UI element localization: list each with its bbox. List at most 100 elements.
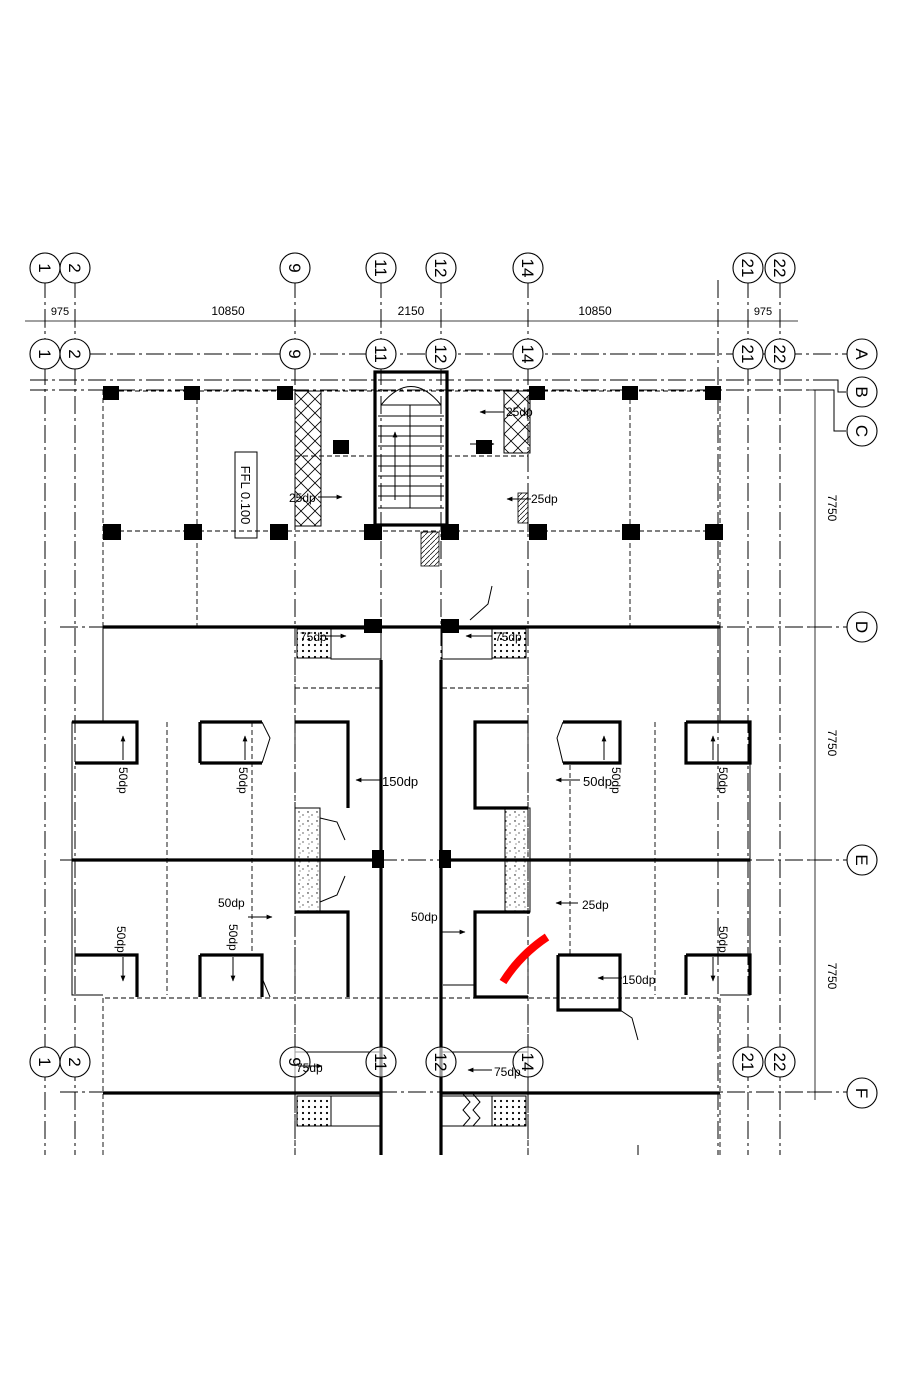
- drop-annotations: 25dp 25dp 25dp 75dp 75dp 150dp 50dp 50dp…: [114, 405, 730, 1079]
- svg-text:14: 14: [518, 259, 537, 278]
- grid-bubble-11: 11: [365, 252, 397, 284]
- grid-bubble-A: A: [846, 338, 878, 370]
- svg-text:B: B: [852, 386, 871, 397]
- svg-text:21: 21: [738, 345, 757, 364]
- grid-bubble-12: 12: [425, 338, 457, 370]
- grid-bubble-14: 14: [512, 1046, 544, 1078]
- drop-label: 50dp: [609, 767, 623, 794]
- svg-text:11: 11: [371, 1053, 390, 1071]
- drop-label: 25dp: [582, 898, 609, 912]
- grid-bubble-9: 9: [279, 252, 311, 284]
- dim-right-3: 7750: [825, 963, 839, 990]
- vertical-grid-lines: [44, 280, 781, 1155]
- grid-bubble-1: 1: [29, 1046, 61, 1078]
- svg-text:11: 11: [371, 345, 390, 363]
- grid-bubble-11: 11: [365, 338, 397, 370]
- dim-top-4: 10850: [578, 304, 612, 318]
- drop-label: 50dp: [411, 910, 438, 924]
- svg-text:14: 14: [518, 1053, 537, 1072]
- grid-bubble-14: 14: [512, 338, 544, 370]
- grid-bubble-B: B: [846, 376, 878, 408]
- grid-bubble-12: 12: [425, 252, 457, 284]
- svg-text:1: 1: [35, 1057, 54, 1066]
- svg-text:2: 2: [65, 1057, 84, 1066]
- svg-text:9: 9: [285, 349, 304, 358]
- top-dimension-line: 975 10850 2150 10850 975: [25, 304, 798, 328]
- drop-label: 75dp: [494, 1065, 521, 1079]
- grid-bubble-1: 1: [29, 338, 61, 370]
- grid-bubbles-right: A B C D E F: [846, 338, 878, 1109]
- stair-treads: [378, 415, 444, 497]
- grid-bubble-1: 1: [29, 252, 61, 284]
- grid-bubble-22: 22: [764, 1046, 796, 1078]
- grid-bubble-C: C: [846, 415, 878, 447]
- dim-right-1: 7750: [825, 495, 839, 522]
- drop-label: 150dp: [622, 973, 656, 987]
- svg-text:E: E: [852, 854, 871, 865]
- svg-text:9: 9: [285, 263, 304, 272]
- drop-label: 150dp: [382, 774, 418, 789]
- dim-right-2: 7750: [825, 730, 839, 757]
- drop-label: 50dp: [114, 926, 128, 953]
- svg-text:D: D: [852, 621, 871, 633]
- dim-top-3: 2150: [398, 304, 425, 318]
- grid-bubbles-top: 1 2 9 11 12 14 21 22: [29, 252, 796, 284]
- grid-bubble-2: 2: [59, 338, 91, 370]
- svg-text:14: 14: [518, 345, 537, 364]
- floor-level-label: FFL 0.100: [238, 466, 253, 525]
- drop-label: 50dp: [236, 767, 250, 794]
- drop-label: 25dp: [506, 405, 533, 419]
- svg-text:1: 1: [35, 263, 54, 272]
- drop-label: 75dp: [495, 630, 522, 644]
- grid-bubble-9: 9: [279, 1046, 311, 1078]
- svg-text:21: 21: [738, 1053, 757, 1072]
- grid-bubble-21: 21: [732, 252, 764, 284]
- svg-text:12: 12: [431, 345, 450, 364]
- grid-bubble-22: 22: [764, 252, 796, 284]
- svg-text:F: F: [852, 1088, 871, 1098]
- grid-bubbles-third-row: 1 2 9 11 12 14 21 22: [29, 1046, 796, 1078]
- grid-bubble-22: 22: [764, 338, 796, 370]
- grid-bubble-21: 21: [732, 338, 764, 370]
- drop-label: 25dp: [289, 491, 316, 505]
- grid-bubble-14: 14: [512, 252, 544, 284]
- grid-bubble-E: E: [846, 844, 878, 876]
- dim-top-2: 10850: [211, 304, 245, 318]
- svg-text:12: 12: [431, 259, 450, 278]
- drop-label: 50dp: [583, 774, 612, 789]
- drop-label: 50dp: [226, 924, 240, 951]
- svg-text:1: 1: [35, 349, 54, 358]
- drop-label: 75dp: [300, 630, 327, 644]
- dim-top-1: 975: [51, 306, 69, 318]
- svg-text:2: 2: [65, 349, 84, 358]
- svg-text:22: 22: [770, 1053, 789, 1072]
- grid-bubble-F: F: [846, 1077, 878, 1109]
- svg-text:A: A: [852, 348, 871, 360]
- svg-text:21: 21: [738, 259, 757, 278]
- svg-text:12: 12: [431, 1053, 450, 1072]
- grid-bubbles-second-row: 1 2 9 11 12 14 21 22: [29, 338, 796, 370]
- right-dimension-line: 7750 7750 7750: [808, 389, 839, 1100]
- svg-text:2: 2: [65, 263, 84, 272]
- svg-text:9: 9: [285, 1057, 304, 1066]
- svg-text:11: 11: [371, 259, 390, 277]
- middle-units: [71, 627, 752, 1155]
- structural-columns: [103, 386, 723, 868]
- drop-label: 50dp: [116, 767, 130, 794]
- svg-text:22: 22: [770, 259, 789, 278]
- grid-bubble-D: D: [846, 611, 878, 643]
- grid-bubble-12: 12: [425, 1046, 457, 1078]
- grid-bubble-11: 11: [365, 1046, 397, 1078]
- svg-text:C: C: [852, 425, 871, 437]
- red-markup-arc: [499, 933, 550, 985]
- svg-text:22: 22: [770, 345, 789, 364]
- drop-label: 50dp: [218, 896, 245, 910]
- dim-top-5: 975: [754, 306, 772, 318]
- grid-bubble-2: 2: [59, 252, 91, 284]
- drop-label: 50dp: [716, 926, 730, 953]
- upper-units: FFL 0.100: [102, 370, 721, 660]
- grid-bubble-2: 2: [59, 1046, 91, 1078]
- drop-label: 75dp: [296, 1061, 323, 1075]
- grid-bubble-9: 9: [279, 338, 311, 370]
